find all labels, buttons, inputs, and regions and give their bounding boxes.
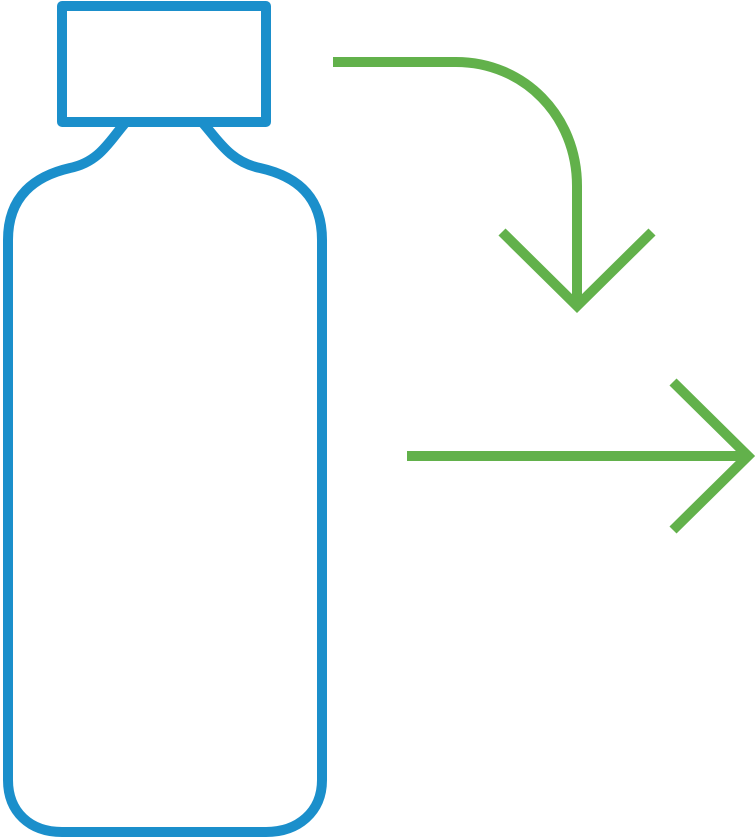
straight-arrow-head [669,378,756,534]
bottle-icon [3,1,327,837]
bottle-body [3,118,327,837]
curved-arrow-head [498,228,656,314]
right-arrow-icon [407,378,756,534]
curved-arrow-shaft [333,57,582,303]
bottle-cap [57,1,271,127]
curved-down-arrow-icon [333,57,656,314]
